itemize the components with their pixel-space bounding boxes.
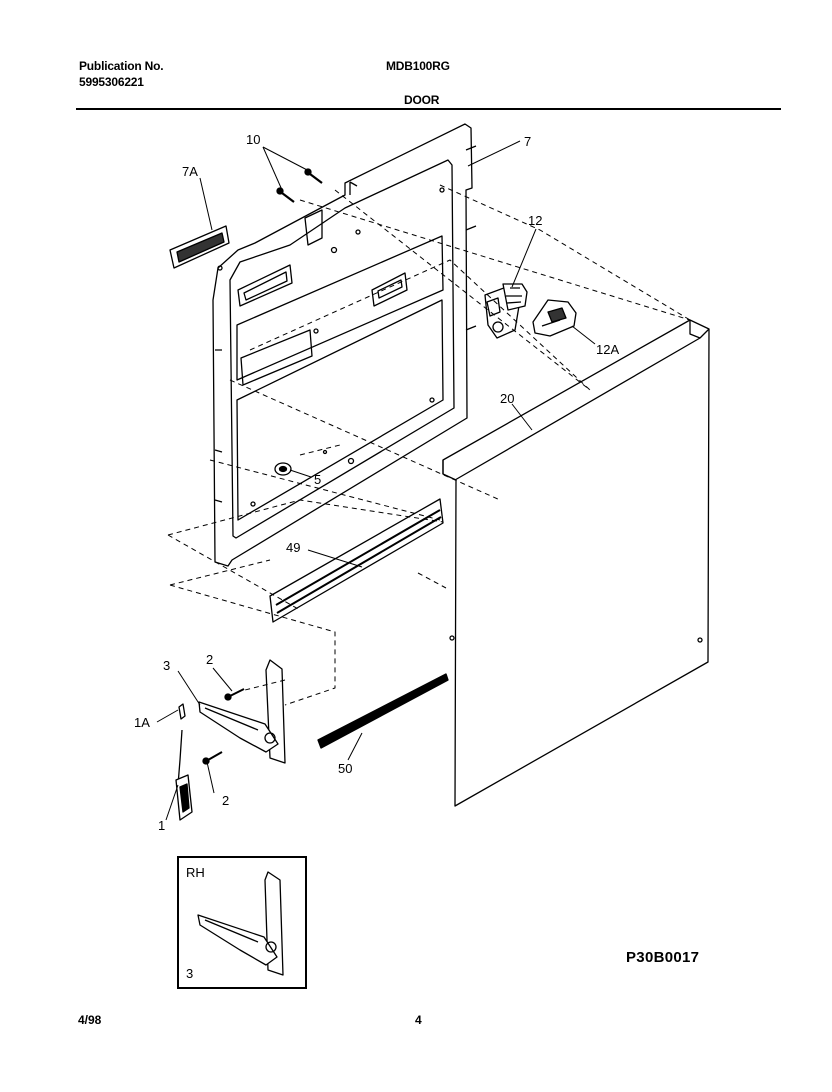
callout-5: 5 xyxy=(314,472,321,487)
callout-49: 49 xyxy=(286,540,300,555)
alignment-lines xyxy=(167,184,691,706)
model-number: MDB100RG xyxy=(386,59,450,73)
header-rule xyxy=(76,108,781,110)
section-title: DOOR xyxy=(404,93,440,107)
seal-strip xyxy=(269,498,444,623)
callout-12: 12 xyxy=(528,213,542,228)
callout-50: 50 xyxy=(338,761,352,776)
callout-7a: 7A xyxy=(182,164,198,179)
publication-number: 5995306221 xyxy=(79,75,144,89)
leader-lines xyxy=(156,140,596,821)
bearing xyxy=(274,462,292,476)
callout-1a: 1A xyxy=(134,715,150,730)
callout-1: 1 xyxy=(158,818,165,833)
callout-3: 3 xyxy=(163,658,170,673)
spring-and-clip xyxy=(175,703,193,821)
drawing-code: P30B0017 xyxy=(626,949,700,966)
outer-door-panel xyxy=(442,319,710,807)
latch-strike xyxy=(532,299,577,337)
screws xyxy=(276,168,323,203)
callout-2-lower: 2 xyxy=(222,793,229,808)
inset-side-label: RH xyxy=(186,865,205,880)
hinge xyxy=(198,659,286,764)
publication-label: Publication No. xyxy=(79,59,164,73)
bottom-trim xyxy=(317,673,449,749)
vent-grille xyxy=(169,225,230,269)
inset-part-label: 3 xyxy=(186,966,193,981)
callout-10: 10 xyxy=(246,132,260,147)
callout-2-upper: 2 xyxy=(206,652,213,667)
footer-page-number: 4 xyxy=(415,1013,422,1027)
callout-labels: 10 7 7A 12 12A 20 5 49 3 2 1A 2 50 1 xyxy=(134,132,619,833)
inner-door-frame xyxy=(212,123,477,567)
footer-date: 4/98 xyxy=(78,1013,102,1027)
callout-20: 20 xyxy=(500,391,514,406)
rh-hinge-inset: RH 3 xyxy=(177,856,307,989)
hinge-screws xyxy=(202,688,245,765)
callout-7: 7 xyxy=(524,134,531,149)
door-latch xyxy=(484,283,528,339)
callout-12a: 12A xyxy=(596,342,619,357)
